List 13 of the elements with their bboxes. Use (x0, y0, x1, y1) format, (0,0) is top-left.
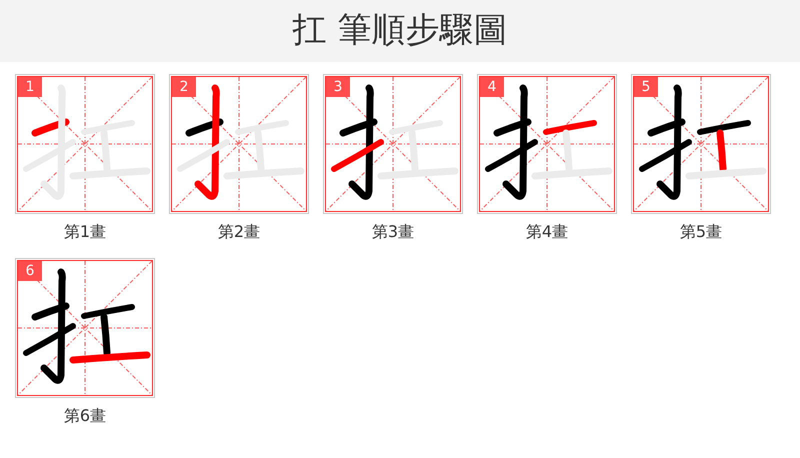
step-caption: 第1畫 (64, 221, 106, 243)
step-number-badge: 6 (18, 261, 42, 281)
page-title: 扛 筆順步驟圖 (292, 9, 508, 52)
step-caption: 第6畫 (64, 405, 106, 427)
step-caption: 第2畫 (218, 221, 260, 243)
step-number-badge: 3 (326, 77, 350, 97)
step-caption: 第5畫 (680, 221, 722, 243)
step-number-badge: 4 (480, 77, 504, 97)
step-number-badge: 1 (18, 77, 42, 97)
step-number-badge: 5 (634, 77, 658, 97)
step-caption: 第3畫 (372, 221, 414, 243)
step-caption: 第4畫 (526, 221, 568, 243)
step-number-badge: 2 (172, 77, 196, 97)
